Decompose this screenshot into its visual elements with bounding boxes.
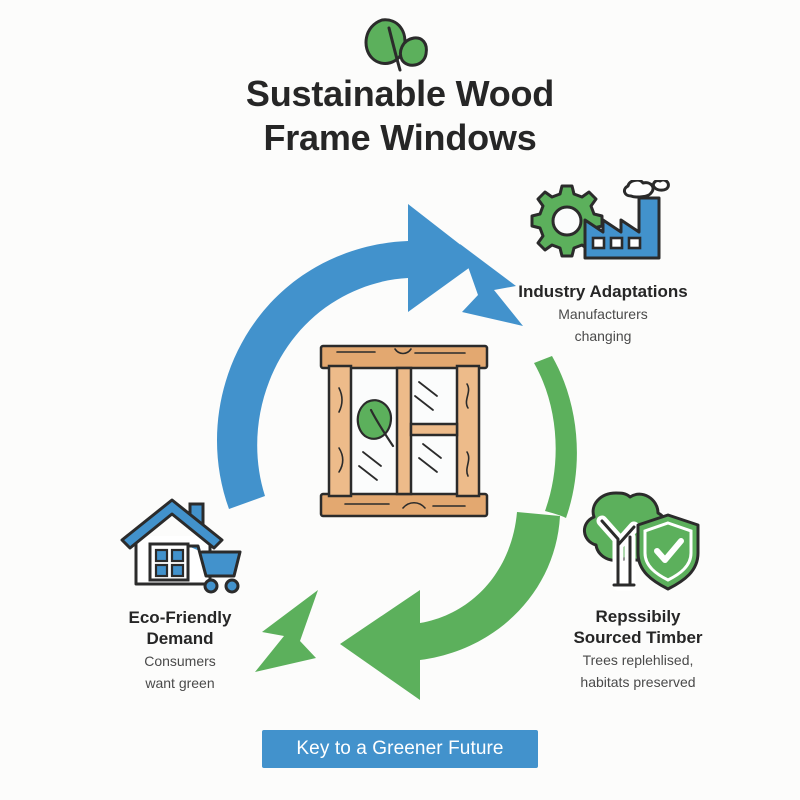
tree-shield-icon xyxy=(520,485,756,602)
title-line-2: Frame Windows xyxy=(263,117,537,158)
green-arrow-timber-to-demand xyxy=(340,512,560,700)
gear-factory-icon xyxy=(478,178,728,277)
title-line-1: Sustainable Wood xyxy=(245,73,555,114)
node-title-industry: Industry Adaptations xyxy=(518,282,688,301)
house-cart-icon xyxy=(62,490,298,603)
node-title-timber-line-1: Repssibily xyxy=(595,607,681,626)
footer-banner[interactable]: Key to a Greener Future xyxy=(262,730,538,768)
node-subtitle-demand-line-2: want green xyxy=(145,675,215,691)
node-subtitle-timber-line-1: Trees replehlised, xyxy=(582,652,694,668)
cycle-node-timber[interactable]: Repssibily Sourced Timber Trees replehli… xyxy=(520,485,756,692)
blue-arrow-demand-to-industry xyxy=(216,204,480,509)
footer-banner-text: Key to a Greener Future xyxy=(296,738,504,759)
green-arc-industry-to-timber xyxy=(534,356,577,518)
node-title-demand-line-2: Demand xyxy=(146,629,214,648)
node-title-timber-line-2: Sourced Timber xyxy=(573,628,703,647)
green-chevron-demand xyxy=(255,590,318,672)
node-subtitle-industry-line-1: Manufacturers xyxy=(558,306,648,322)
leaf-icon xyxy=(356,399,395,448)
cycle-diagram: Industry Adaptations Manufacturers chang… xyxy=(0,160,800,720)
leaf-icon xyxy=(352,12,448,74)
node-subtitle-timber-line-2: habitats preserved xyxy=(580,674,696,690)
cycle-node-demand[interactable]: Eco-Friendly Demand Consumers want green xyxy=(62,490,298,693)
node-subtitle-industry-line-2: changing xyxy=(574,328,632,344)
cycle-arrows xyxy=(216,204,577,700)
node-title-demand-line-1: Eco-Friendly xyxy=(128,608,232,627)
wood-frame-window-illustration xyxy=(315,340,493,522)
node-subtitle-demand-line-1: Consumers xyxy=(144,653,216,669)
page-title: Sustainable Wood Frame Windows xyxy=(0,72,800,160)
cycle-node-industry[interactable]: Industry Adaptations Manufacturers chang… xyxy=(478,178,728,346)
blue-chevron-industry xyxy=(460,244,523,326)
